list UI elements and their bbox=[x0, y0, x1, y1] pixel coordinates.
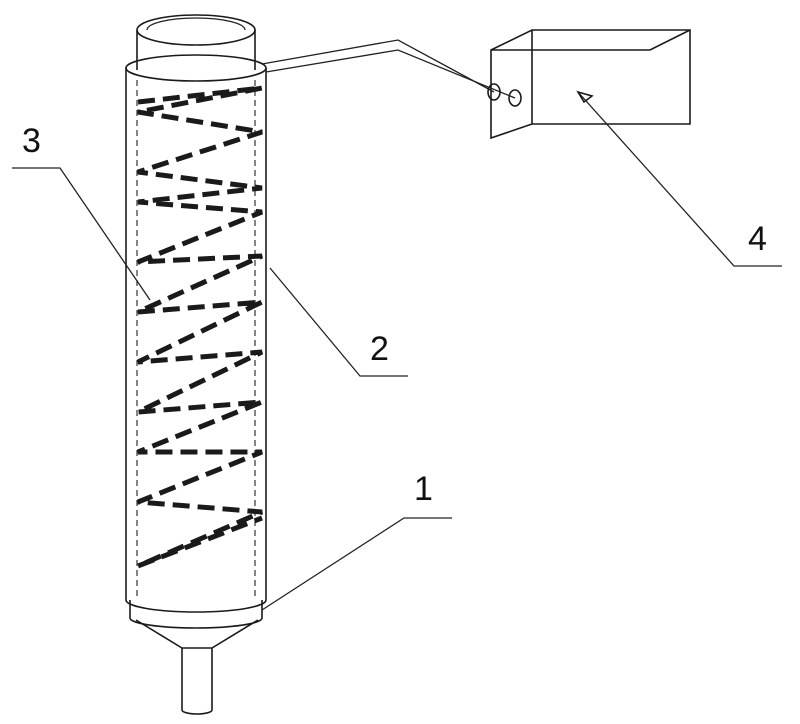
leader-3 bbox=[12, 168, 150, 300]
label-1: 1 bbox=[414, 470, 433, 508]
outer-sleeve bbox=[126, 55, 266, 612]
label-3: 3 bbox=[22, 122, 41, 160]
label-2: 2 bbox=[370, 330, 389, 368]
leader-lines bbox=[12, 92, 782, 610]
leader-1 bbox=[262, 518, 452, 610]
bottom-nozzle bbox=[130, 600, 262, 714]
helical-coil bbox=[138, 88, 262, 566]
connection-wires bbox=[262, 40, 515, 98]
control-box bbox=[488, 30, 690, 138]
label-4: 4 bbox=[748, 220, 767, 258]
inner-tube bbox=[137, 15, 255, 70]
